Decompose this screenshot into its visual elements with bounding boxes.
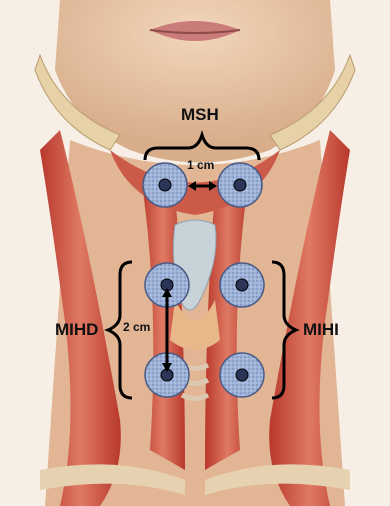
electrode-mihi-top bbox=[220, 263, 264, 307]
label-mihd: MIHD bbox=[55, 320, 98, 340]
electrode-msh-left bbox=[143, 163, 187, 207]
label-msh: MSH bbox=[181, 105, 219, 125]
label-distance-1cm: 1 cm bbox=[187, 158, 214, 172]
label-distance-2cm: 2 cm bbox=[123, 320, 150, 334]
electrode-mihi-bottom bbox=[220, 353, 264, 397]
electrode-msh-right bbox=[218, 163, 262, 207]
label-mihi: MIHI bbox=[303, 320, 339, 340]
